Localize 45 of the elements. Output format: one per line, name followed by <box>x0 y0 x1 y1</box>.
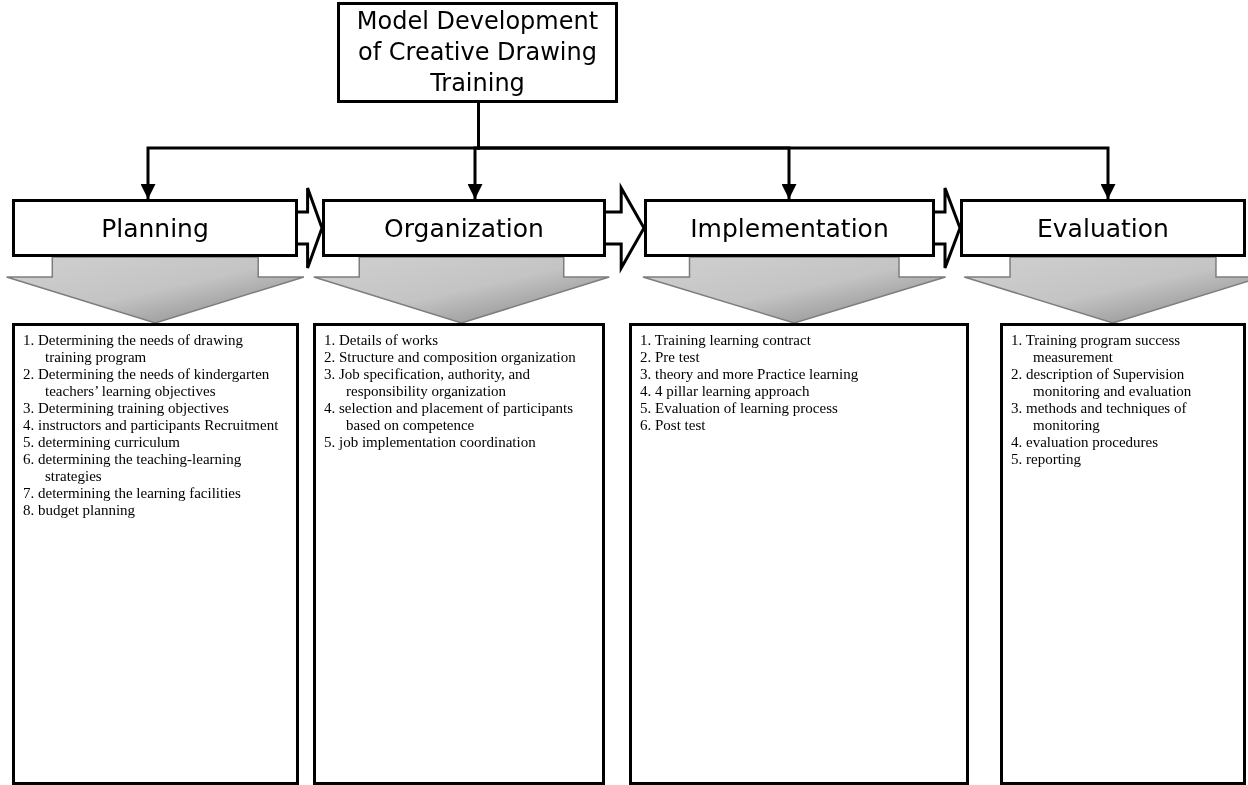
list-item: 3. Determining training objectives <box>23 400 230 417</box>
stage-label: Evaluation <box>1037 213 1169 243</box>
list-item: 1. Training program success measurement <box>1011 332 1182 366</box>
list-item: 6. Post test <box>640 417 707 434</box>
title-box <box>337 2 618 103</box>
block-arrow <box>933 186 962 270</box>
list-item: 5. job implementation coordination <box>324 434 537 451</box>
list-item: 2. Structure and composition organization <box>324 349 577 366</box>
list-box <box>12 323 299 785</box>
list-item: 5. determining curriculum <box>23 434 182 451</box>
list-item: 5. Evaluation of learning process <box>640 400 839 417</box>
title-text: Model Development of Creative Drawing Training <box>355 5 600 100</box>
down-arrow <box>5 256 305 324</box>
down-arrow <box>313 256 610 324</box>
list-item: 3. theory and more Practice learning <box>640 366 860 383</box>
list-item: 2. Determining the needs of kindergarten teachers’ learning objectives <box>23 366 271 400</box>
list-item: 4. evaluation procedures <box>1011 434 1160 451</box>
stage-label: Implementation <box>690 213 889 243</box>
list-box <box>629 323 969 785</box>
stage-box <box>644 199 935 257</box>
list-item: 5. reporting <box>1011 451 1082 468</box>
down-arrow <box>963 256 1248 324</box>
list-item: 2. description of Supervision monitoring and evaluation <box>1011 366 1193 400</box>
list-item: 6. determining the teaching-learning strategies <box>23 451 243 485</box>
list-item: 1. Training learning contract <box>640 332 812 349</box>
list-item: 4. instructors and participants Recruitment <box>23 417 280 434</box>
list-item: 3. Job specification, authority, and responsibility organization <box>324 366 532 400</box>
list-item: 7. determining the learning facilities <box>23 485 242 502</box>
stage-box <box>12 199 298 257</box>
list-item: 3. methods and techniques of monitoring <box>1011 400 1188 434</box>
down-arrow <box>642 256 947 324</box>
list-item: 4. selection and placement of participants based on competence <box>324 400 575 434</box>
stage-label: Planning <box>101 213 209 243</box>
list-item: 2. Pre test <box>640 349 701 366</box>
list-box <box>1000 323 1246 785</box>
list-box <box>313 323 605 785</box>
list-item: 1. Determining the needs of drawing training program <box>23 332 244 366</box>
list-item: 1. Details of works <box>324 332 440 349</box>
stage-box <box>960 199 1246 257</box>
block-arrow <box>296 186 324 270</box>
list-item: 8. budget planning <box>23 502 137 519</box>
list-item: 4. 4 pillar learning approach <box>640 383 811 400</box>
stage-label: Organization <box>384 213 544 243</box>
stage-box <box>322 199 606 257</box>
block-arrow <box>604 182 646 274</box>
